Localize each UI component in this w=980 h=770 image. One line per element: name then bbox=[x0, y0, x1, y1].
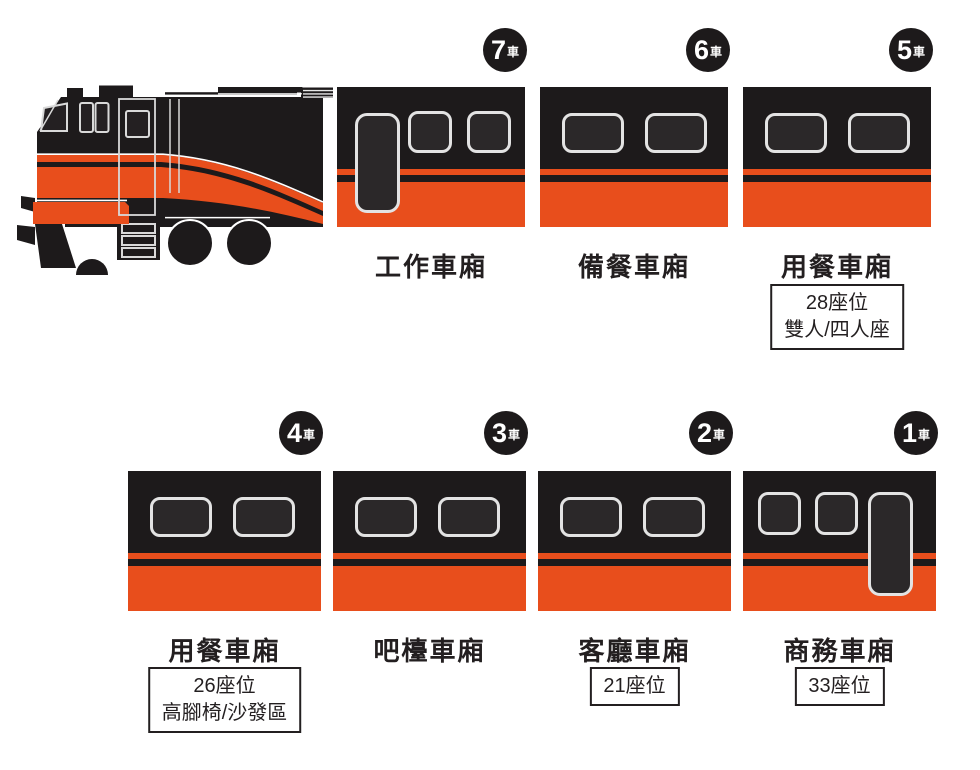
badge-unit: 車 bbox=[507, 44, 520, 59]
locomotive-icon bbox=[17, 85, 333, 275]
car-2-seat-info-box: 21座位 bbox=[589, 667, 680, 706]
car-3-body bbox=[333, 471, 526, 611]
car-window bbox=[765, 113, 827, 153]
car-lower-band bbox=[743, 182, 931, 227]
badge-number: 1 bbox=[901, 417, 917, 448]
car-2-body bbox=[538, 471, 731, 611]
car-4-label: 用餐車廂 bbox=[168, 636, 281, 666]
car-window bbox=[438, 497, 500, 537]
badge-unit: 車 bbox=[713, 427, 726, 442]
livery-stripe bbox=[333, 559, 526, 566]
car-window bbox=[355, 497, 417, 537]
livery-stripe bbox=[743, 169, 931, 175]
car-3-label: 吧檯車廂 bbox=[373, 636, 486, 666]
badge-number: 6 bbox=[693, 34, 709, 65]
livery-stripe bbox=[337, 175, 525, 182]
car-4-seat-info-box: 26座位高腳椅/沙發區 bbox=[147, 667, 302, 733]
car-window bbox=[408, 111, 452, 153]
livery-stripe bbox=[743, 175, 931, 182]
car-lower-band bbox=[540, 182, 728, 227]
seat-info-line: 高腳椅/沙發區 bbox=[161, 702, 288, 724]
seat-info-line: 21座位 bbox=[603, 675, 666, 697]
car-1-label: 商務車廂 bbox=[783, 636, 896, 666]
car-lower-band bbox=[333, 566, 526, 611]
seat-info-line: 33座位 bbox=[808, 675, 871, 697]
car-window bbox=[645, 113, 707, 153]
livery-stripe bbox=[128, 553, 321, 559]
car-window bbox=[233, 497, 295, 537]
badge-unit: 車 bbox=[710, 44, 723, 59]
badge-unit: 車 bbox=[913, 44, 926, 59]
seat-info-line: 26座位 bbox=[193, 675, 256, 697]
badge-unit: 車 bbox=[918, 427, 931, 442]
car-4-body bbox=[128, 471, 321, 611]
badge-unit: 車 bbox=[508, 427, 521, 442]
livery-stripe bbox=[128, 559, 321, 566]
car-5-seat-info-box: 28座位雙人/四人座 bbox=[770, 284, 904, 350]
car-lower-band bbox=[128, 566, 321, 611]
car-5-label: 用餐車廂 bbox=[780, 252, 894, 282]
badge-number: 2 bbox=[696, 417, 712, 448]
livery-stripe bbox=[743, 553, 936, 559]
car-window bbox=[643, 497, 705, 537]
seat-info-line: 28座位 bbox=[805, 292, 869, 314]
livery-stripe bbox=[743, 559, 936, 566]
livery-stripe bbox=[540, 175, 728, 182]
car-1-body bbox=[743, 471, 936, 611]
car-window bbox=[758, 492, 801, 535]
car-door bbox=[355, 113, 400, 213]
car-5-body bbox=[743, 87, 931, 227]
car-lower-band bbox=[538, 566, 731, 611]
car-6-body bbox=[540, 87, 728, 227]
car-7-label: 工作車廂 bbox=[374, 252, 488, 282]
car-window bbox=[562, 113, 624, 153]
car-1-seat-info-box: 33座位 bbox=[794, 667, 885, 706]
badge-number: 4 bbox=[286, 417, 302, 448]
car-window bbox=[815, 492, 858, 535]
badge-number: 3 bbox=[491, 417, 507, 448]
badge-unit: 車 bbox=[303, 427, 316, 442]
livery-stripe bbox=[337, 169, 525, 175]
livery-stripe bbox=[538, 559, 731, 566]
car-7-body bbox=[337, 87, 525, 227]
car-door bbox=[868, 492, 913, 596]
car-window bbox=[848, 113, 910, 153]
livery-stripe bbox=[333, 553, 526, 559]
car-6-label: 備餐車廂 bbox=[577, 252, 691, 282]
livery-stripe bbox=[540, 169, 728, 175]
livery-stripe bbox=[538, 553, 731, 559]
seat-info-line: 雙人/四人座 bbox=[784, 319, 890, 341]
car-window bbox=[467, 111, 511, 153]
car-2-label: 客廳車廂 bbox=[578, 636, 691, 666]
car-window bbox=[560, 497, 622, 537]
badge-number: 7 bbox=[490, 34, 506, 65]
badge-number: 5 bbox=[896, 34, 912, 65]
car-window bbox=[150, 497, 212, 537]
